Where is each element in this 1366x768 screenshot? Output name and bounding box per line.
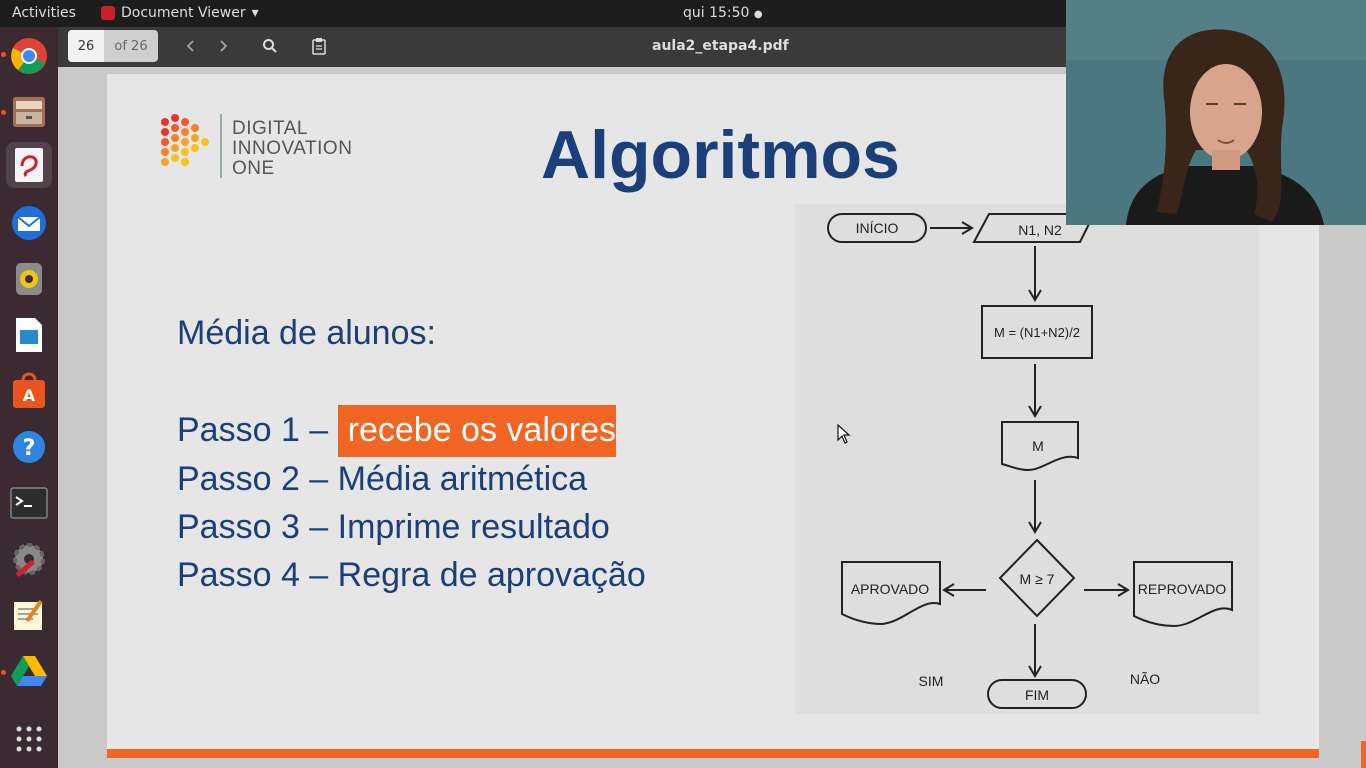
running-indicator — [1, 52, 6, 57]
flow-end-label: FIM — [1025, 687, 1049, 703]
step-1-prefix: Passo 1 – — [177, 411, 338, 449]
corner-accent — [1361, 741, 1366, 768]
flow-input-label: N1, N2 — [1018, 222, 1062, 238]
page-selector[interactable]: 26 of 26 — [68, 30, 158, 62]
document-filename: aula2_etapa4.pdf — [652, 38, 789, 54]
step-3-text: Imprime resultado — [337, 508, 610, 546]
flow-approved-shape — [841, 561, 941, 626]
chevron-right-icon — [220, 40, 228, 52]
flow-rejected-label: REPROVADO — [1138, 581, 1227, 597]
logo-line-2: INNOVATION — [232, 138, 353, 159]
svg-text:?: ? — [23, 436, 36, 461]
slide-subtitle: Média de alunos: — [177, 314, 436, 352]
digital-innovation-one-logo-icon — [161, 114, 209, 166]
chrome-icon[interactable] — [6, 33, 52, 79]
document-viewer-icon[interactable] — [6, 142, 52, 188]
rhythmbox-icon[interactable] — [6, 256, 52, 302]
clock-text: qui 15:50 — [683, 5, 750, 21]
flow-no-label: NÃO — [1130, 671, 1160, 687]
chevron-down-icon: ▾ — [251, 5, 259, 21]
logo-line-1: DIGITAL — [232, 118, 308, 139]
flow-start-terminal — [827, 213, 927, 243]
next-page-button[interactable] — [210, 33, 236, 59]
svg-text:A: A — [23, 386, 36, 405]
flow-process-box — [981, 305, 1093, 359]
flow-output-shape — [1001, 421, 1079, 472]
step-4-prefix: Passo 4 – — [177, 556, 338, 594]
step-4: Passo 4 – Regra de aprovação — [177, 556, 646, 595]
page-current-input[interactable]: 26 — [68, 30, 104, 62]
flowchart: INÍCIO N1, N2 M = (N1+N2)/2 M M ≥ 7 APRO… — [827, 213, 1233, 709]
step-3-prefix: Passo 3 – — [177, 508, 338, 546]
search-button[interactable] — [257, 33, 283, 59]
mouse-pointer-icon — [837, 424, 851, 444]
clock[interactable]: qui 15:50 ● — [683, 5, 763, 21]
clipboard-icon — [312, 38, 326, 55]
flow-yes-label: SIM — [919, 673, 944, 689]
help-icon[interactable]: ? — [6, 424, 52, 470]
app-name: Document Viewer — [121, 5, 246, 21]
settings-icon[interactable] — [6, 536, 52, 582]
activities-button[interactable]: Activities — [12, 5, 76, 21]
flow-rejected-shape — [1133, 561, 1233, 628]
flow-decision-label: M ≥ 7 — [1020, 571, 1055, 587]
annotations-button[interactable] — [306, 33, 332, 59]
step-1: Passo 1 – recebe os valores — [177, 405, 617, 457]
text-editor-icon[interactable] — [6, 592, 52, 638]
thunderbird-icon[interactable] — [6, 200, 52, 246]
document-viewer-app-icon — [101, 6, 115, 20]
logo-text: DIGITAL INNOVATION ONE — [232, 119, 352, 179]
chevron-left-icon — [186, 40, 194, 52]
step-1-text-highlighted: recebe os valores — [337, 405, 617, 457]
step-4-text: Regra de aprovação — [337, 556, 646, 594]
show-applications-icon[interactable] — [6, 716, 52, 762]
google-drive-icon[interactable] — [6, 648, 52, 694]
flow-start-label: INÍCIO — [856, 220, 899, 236]
search-icon — [263, 39, 277, 53]
slide-title: Algoritmos — [541, 117, 900, 193]
flowchart-background — [795, 204, 1259, 714]
presenter-video-image — [1066, 0, 1366, 225]
terminal-icon[interactable] — [6, 480, 52, 526]
step-2: Passo 2 – Média aritmética — [177, 460, 587, 499]
flow-decision-diamond — [998, 538, 1076, 618]
dock: A ? — [0, 27, 58, 768]
step-3: Passo 3 – Imprime resultado — [177, 508, 610, 547]
libreoffice-impress-icon[interactable] — [6, 312, 52, 358]
webcam-overlay — [1066, 0, 1366, 225]
notification-dot-icon: ● — [753, 9, 763, 20]
software-center-icon[interactable]: A — [6, 368, 52, 414]
files-icon[interactable] — [6, 89, 52, 135]
logo-line-3: ONE — [232, 158, 275, 179]
app-menu[interactable]: Document Viewer ▾ — [101, 5, 259, 21]
step-2-prefix: Passo 2 – — [177, 460, 338, 498]
running-indicator — [1, 110, 6, 115]
slide-bottom-accent — [107, 749, 1319, 758]
flow-input-shape — [972, 213, 1096, 243]
step-2-text: Média aritmética — [337, 460, 588, 498]
flow-end-terminal — [987, 679, 1087, 709]
page-total: of 26 — [114, 38, 148, 54]
running-indicator — [1, 670, 6, 675]
flow-approved-label: APROVADO — [851, 581, 929, 597]
flow-process-label: M = (N1+N2)/2 — [994, 325, 1080, 340]
previous-page-button[interactable] — [178, 33, 204, 59]
flow-output-label: M — [1032, 438, 1044, 454]
logo-divider — [220, 114, 222, 178]
